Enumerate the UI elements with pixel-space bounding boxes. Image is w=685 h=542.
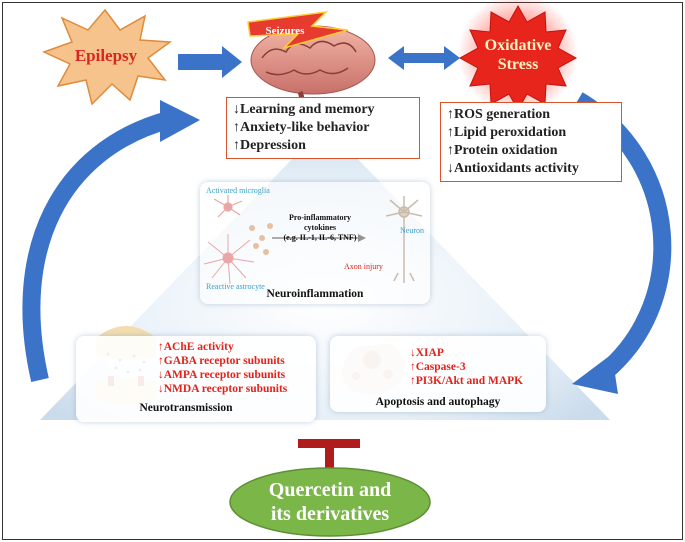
oxidative-effect-item: ↑Protein oxidation [447,143,558,158]
left-curved-arrow [22,111,171,383]
epilepsy-star [42,8,173,106]
brain-icon [250,25,376,108]
seizures-label: Seizures [265,25,305,37]
activated-microglia-label: Activated microglia [206,186,270,195]
apoptosis-item: ↑Caspase-3 [410,361,466,373]
arrow-epilepsy-to-brain [178,46,242,78]
quercetin-line1: Quercetin and [268,479,392,501]
oxidative-effect-item: ↓Antioxidants activity [447,161,579,176]
neurotransmission-caption: Neurotransmission [139,402,233,414]
axon-injury-label: Axon injury [344,262,383,271]
epilepsy-label: Epilepsy [74,46,138,65]
oxidative-stress-label: Oxidative Stress [470,36,566,74]
oxidative-label-line1: Oxidative [484,37,552,54]
neurotransmission-panel [76,336,316,422]
neuroinflammation-panel [200,182,430,304]
apoptosis-caption: Apoptosis and autophagy [375,396,501,408]
neurotransmission-item: ↓NMDA receptor subunits [158,383,288,395]
apoptosis-list: ↓XIAP ↑Caspase-3 ↑PI3K/Akt and MAPK [410,346,523,388]
brain-effect-item: ↓Learning and memory [233,102,375,117]
reactive-astrocyte-label: Reactive astrocyte [206,282,265,291]
neurotransmission-item: ↓AMPA receptor subunits [158,369,286,381]
apoptosis-panel [330,336,546,412]
oxidative-effects-box: ↑ROS generation ↑Lipid peroxidation ↑Pro… [440,102,622,182]
neurotransmission-item: ↑GABA receptor subunits [158,355,285,367]
quercetin-line2: its derivatives [270,503,390,525]
oxidative-label-line2: Stress [497,56,539,73]
cytokines-label: Pro-inflammatory cytokines (e.g. IL-1, I… [272,213,368,243]
inhibition-icon [298,439,360,468]
brain-effect-item: ↑Anxiety-like behavior [233,120,370,135]
oxidative-effect-item: ↑Lipid peroxidation [447,125,567,140]
brain-effect-item: ↑Depression [233,138,306,153]
cytokines-line1: Pro-inflammatory cytokines [288,213,352,232]
neuron-label: Neuron [400,226,424,235]
apoptosis-item: ↑PI3K/Akt and MAPK [410,375,524,387]
double-arrow-brain-oxidative [388,46,460,70]
oxidative-effect-item: ↑ROS generation [447,107,551,122]
cytokines-line2: (e.g. IL-1, IL-6, TNF) [283,233,357,242]
brain-effects-box: ↓Learning and memory ↑Anxiety-like behav… [226,97,420,159]
neurotransmission-list: ↑AChE activity ↑GABA receptor subunits ↓… [158,340,287,396]
neurotransmission-item: ↑AChE activity [158,341,234,353]
neuroinflammation-caption: Neuroinflammation [266,288,364,300]
quercetin-ellipse [229,467,431,537]
lightning-icon [247,10,349,50]
apoptosis-item: ↓XIAP [410,347,444,359]
quercetin-label: Quercetin and its derivatives [230,478,430,526]
